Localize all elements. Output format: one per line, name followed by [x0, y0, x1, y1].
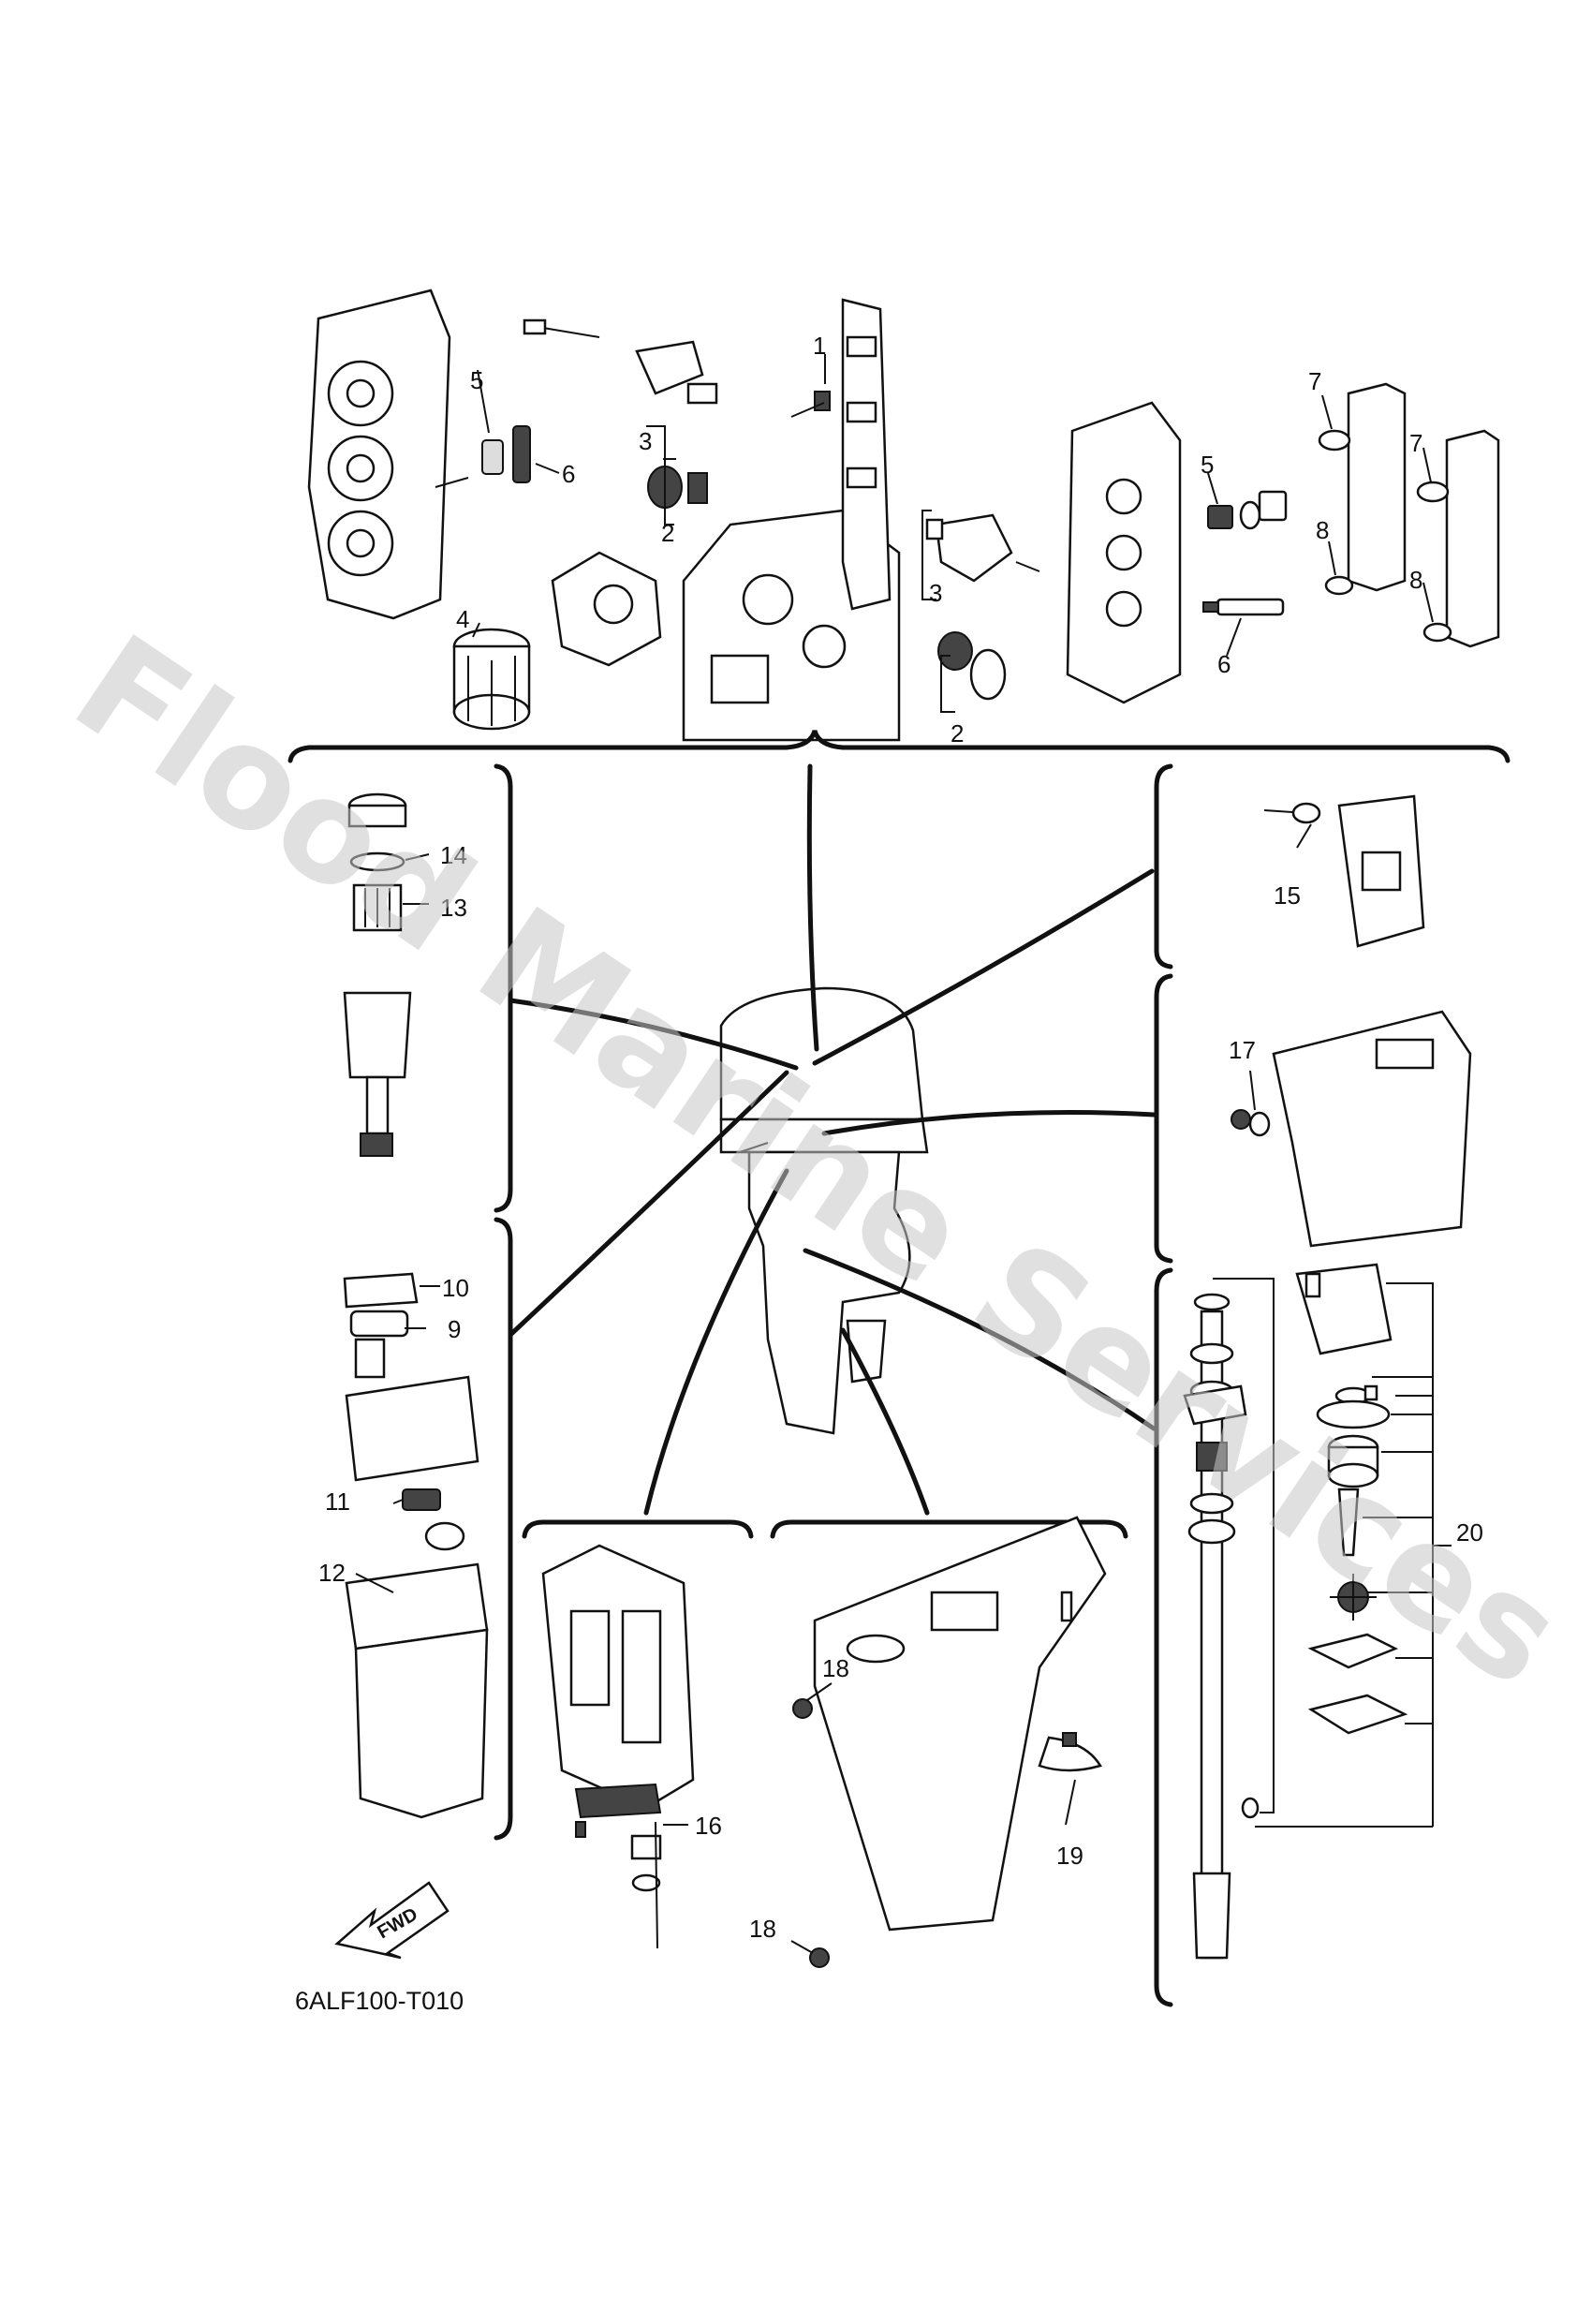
callout-12: 12	[318, 1559, 346, 1587]
upper-casing-group	[1154, 973, 1472, 1264]
lower-unit-group	[770, 1516, 1128, 1968]
callout-6: 6	[1217, 650, 1231, 678]
callout-7: 7	[1409, 429, 1422, 457]
connector-lines	[508, 763, 1157, 1516]
callout-4: 4	[456, 605, 469, 633]
oil-filter	[452, 628, 531, 731]
bracket-group	[522, 1519, 754, 1949]
callout-3: 3	[929, 579, 942, 607]
callout-5: 5	[470, 366, 483, 394]
fuel-filter-group	[343, 763, 513, 1213]
callout-15: 15	[1274, 881, 1301, 910]
callout-7: 7	[1308, 367, 1321, 395]
callout-16: 16	[695, 1812, 722, 1840]
callout-labels: 1 2 2 3 3 4 5 5 6 6 7 7 8 8 9 10 11 12 1…	[318, 332, 1483, 1943]
callout-9: 9	[448, 1315, 461, 1343]
callout-3: 3	[639, 427, 652, 455]
callout-2: 2	[951, 719, 964, 748]
vapor-separator-group	[343, 1217, 513, 1841]
callout-8: 8	[1409, 566, 1422, 594]
callout-6: 6	[562, 460, 575, 488]
callout-19: 19	[1056, 1842, 1083, 1870]
fwd-arrow	[334, 1881, 450, 1960]
callout-14: 14	[440, 841, 467, 869]
callout-18: 18	[749, 1915, 776, 1943]
callout-18: 18	[822, 1654, 849, 1682]
callout-1: 1	[813, 332, 826, 360]
callout-17: 17	[1229, 1036, 1256, 1064]
callout-10: 10	[442, 1274, 469, 1302]
cylinder-head-group	[287, 289, 1511, 763]
cover-group	[1154, 763, 1425, 970]
callout-5: 5	[1201, 451, 1214, 479]
callout-20: 20	[1456, 1518, 1483, 1547]
diagram-code: 6ALF100-T010	[295, 1987, 464, 2015]
callout-8: 8	[1316, 516, 1329, 544]
water-pump-group	[1154, 1263, 1452, 2007]
callout-13: 13	[440, 894, 467, 922]
callout-2: 2	[661, 519, 674, 547]
callout-11: 11	[325, 1488, 350, 1516]
